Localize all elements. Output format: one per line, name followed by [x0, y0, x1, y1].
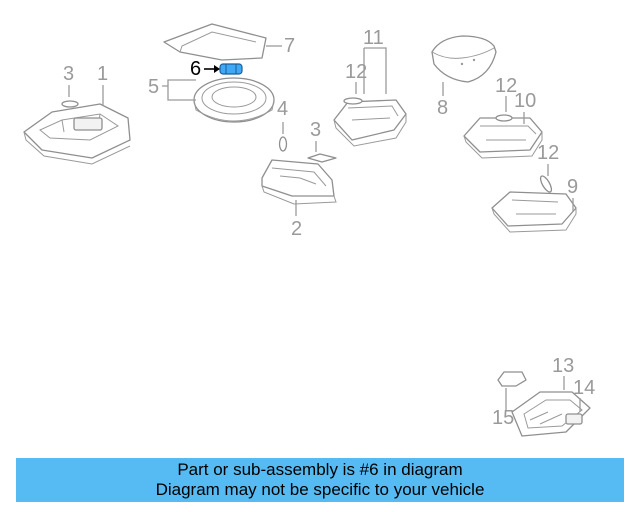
- callout-3-mid: 3: [310, 119, 321, 141]
- callout-3-left: 3: [63, 63, 74, 85]
- license-lamp-lens: [497, 371, 527, 387]
- bulb-left: [61, 100, 79, 108]
- callout-11: 11: [363, 27, 384, 49]
- info-banner: Part or sub-assembly is #6 in diagram Di…: [16, 458, 624, 502]
- parts-diagram: 3 1 7 6 5 4 3 2 11 12: [23, 23, 595, 437]
- callout-13: 13: [552, 355, 574, 377]
- courtesy-lamp: [491, 175, 577, 233]
- callout-15: 15: [492, 407, 514, 429]
- callout-10: 10: [514, 90, 536, 112]
- callout-9: 9: [567, 176, 578, 198]
- lamp-cover-round: [431, 35, 497, 83]
- license-lamp: [511, 391, 591, 437]
- lamp-lens-top: [163, 23, 267, 61]
- callout-12-b: 12: [495, 75, 517, 97]
- lamp-lens-small: [307, 153, 337, 163]
- callout-5: 5: [148, 76, 159, 98]
- vanity-lamp: [463, 114, 543, 159]
- banner-line-2: Diagram may not be specific to your vehi…: [155, 480, 485, 499]
- round-lamp: [193, 77, 275, 123]
- callout-14: 14: [573, 377, 595, 399]
- bulb-small: [278, 136, 288, 152]
- callout-2: 2: [291, 218, 302, 240]
- console-lamp: [261, 159, 337, 205]
- callout-8: 8: [437, 97, 448, 119]
- highlighted-bulb: [219, 63, 243, 75]
- banner-line-1: Part or sub-assembly is #6 in diagram: [177, 460, 463, 479]
- callout-6: 6: [190, 58, 201, 80]
- callout-7: 7: [284, 35, 295, 57]
- dome-lamp-housing-left: [23, 103, 131, 165]
- map-lamp: [333, 97, 407, 147]
- callout-12-a: 12: [345, 61, 367, 83]
- callout-12-c: 12: [537, 142, 559, 164]
- callout-4: 4: [277, 98, 288, 120]
- callout-1: 1: [97, 63, 108, 85]
